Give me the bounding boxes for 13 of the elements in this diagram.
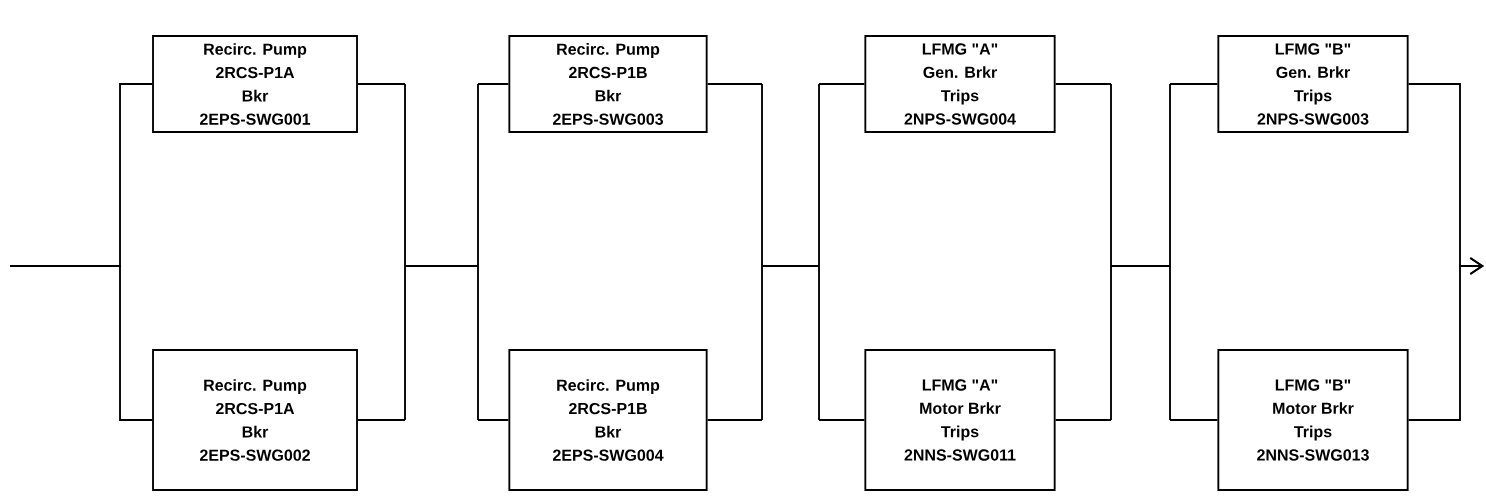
block-box: Recirc. Pump 2RCS-P1A Bkr 2EPS-SWG002 bbox=[152, 349, 358, 491]
block-box: LFMG "A" Motor Brkr Trips 2NNS-SWG011 bbox=[864, 349, 1056, 491]
connector-line bbox=[9, 265, 153, 421]
block-box: LFMG "B" Gen. Brkr Trips 2NPS-SWG003 bbox=[1217, 35, 1409, 133]
connector-line bbox=[706, 83, 866, 421]
connector-line bbox=[1054, 83, 1219, 421]
connector-line bbox=[357, 83, 510, 421]
block-box: LFMG "B" Motor Brkr Trips 2NNS-SWG013 bbox=[1217, 349, 1409, 491]
block-box: LFMG "A" Gen. Brkr Trips 2NPS-SWG004 bbox=[864, 35, 1056, 133]
block-box: Recirc. Pump 2RCS-P1B Bkr 2EPS-SWG003 bbox=[508, 35, 708, 133]
connector-line bbox=[1407, 257, 1484, 421]
block-box: Recirc. Pump 2RCS-P1B Bkr 2EPS-SWG004 bbox=[508, 349, 708, 491]
block-box: Recirc. Pump 2RCS-P1A Bkr 2EPS-SWG001 bbox=[152, 35, 358, 133]
